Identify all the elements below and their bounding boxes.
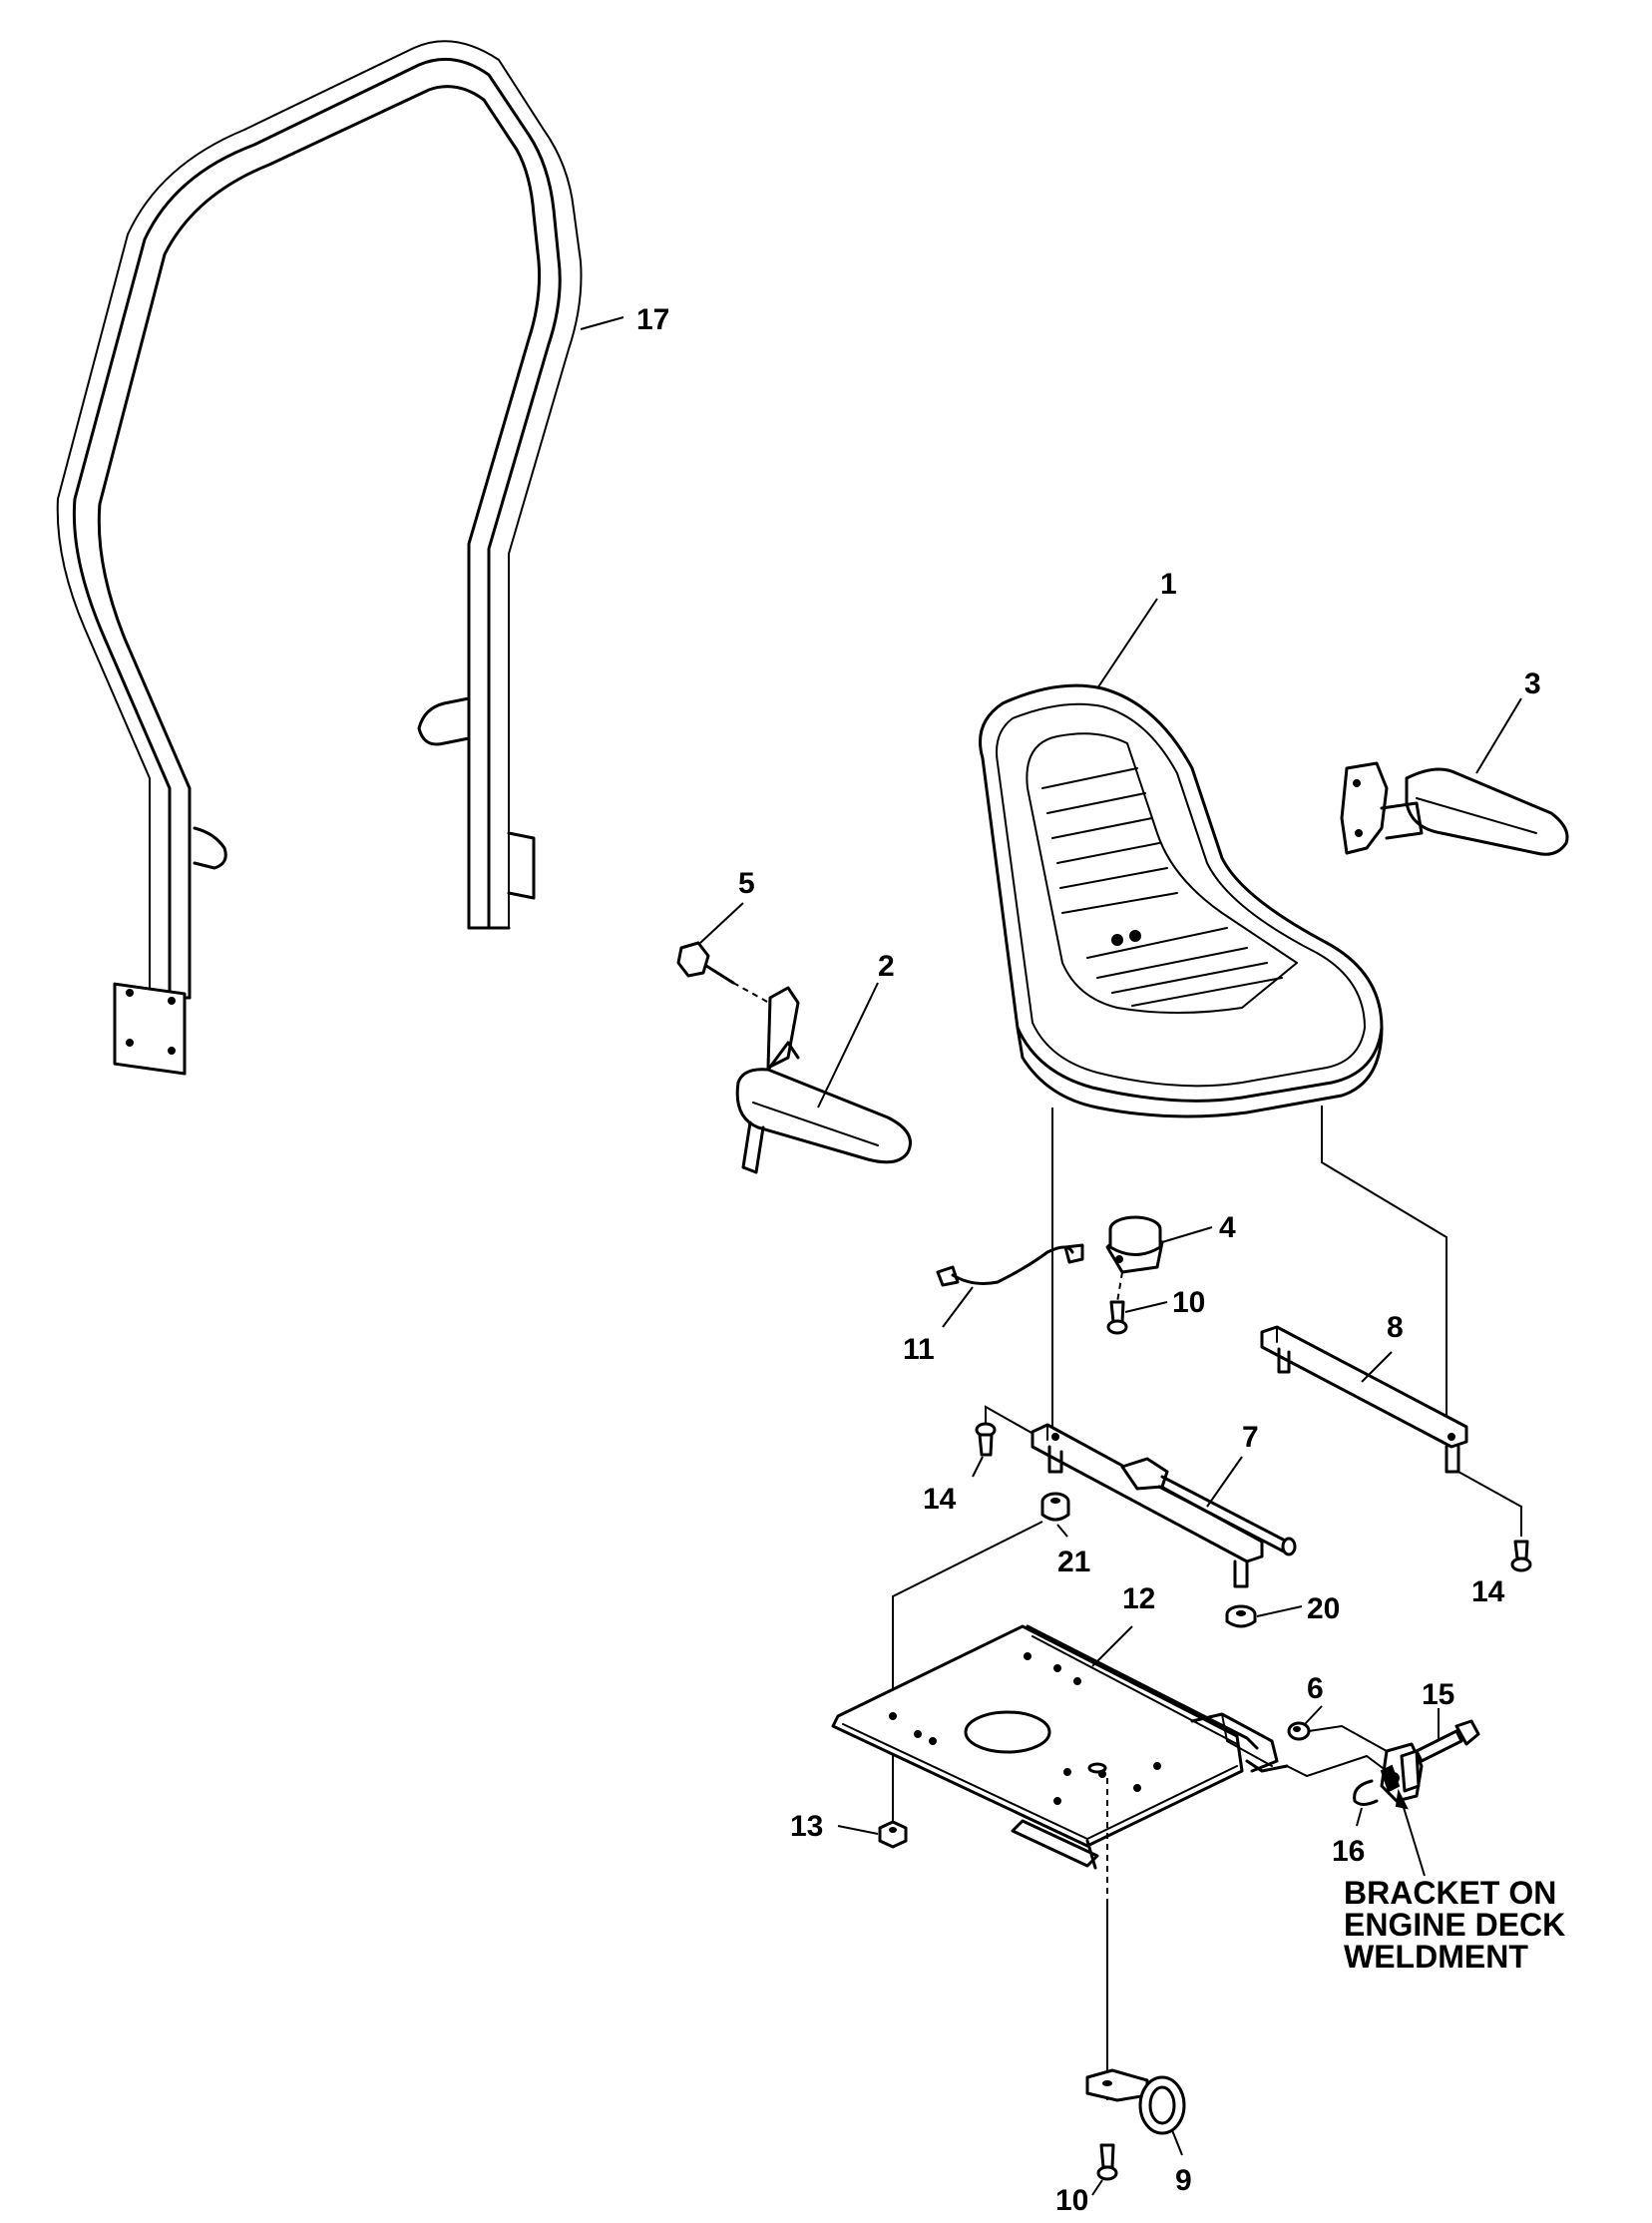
callout-9: 9	[1175, 2164, 1192, 2197]
clip-16	[1353, 1779, 1379, 1806]
callout-6: 6	[1307, 1672, 1324, 1705]
callout-8: 8	[1387, 1311, 1404, 1344]
assembly-line-6	[1308, 1724, 1388, 1752]
leader-3	[1475, 697, 1522, 774]
screw-10-upper	[1106, 1271, 1128, 1335]
note-line-3: WELDMENT	[1344, 1939, 1528, 1975]
callout-15: 15	[1422, 1678, 1454, 1711]
left-armrest	[735, 986, 912, 1174]
right-slide-rail	[1260, 1325, 1468, 1474]
leader-12	[1091, 1625, 1133, 1667]
wire-harness	[936, 1243, 1084, 1287]
leader-13	[837, 1825, 879, 1835]
leader-11	[942, 1286, 974, 1328]
assembly-line-right	[1321, 1106, 1447, 1437]
washer-20	[1225, 1604, 1257, 1628]
callout-1: 1	[1160, 568, 1177, 601]
right-armrest	[1340, 761, 1569, 856]
callout-4: 4	[1219, 1211, 1236, 1244]
callout-21: 21	[1057, 1546, 1090, 1578]
leader-16	[1356, 1807, 1363, 1827]
leader-9	[1171, 2129, 1183, 2156]
cable-clamp	[1085, 2068, 1186, 2135]
leader-8	[1361, 1351, 1393, 1383]
leader-5	[699, 902, 744, 944]
assembly-line-plate-bracket	[1286, 1754, 1388, 1778]
note-line-1: BRACKET ON	[1344, 1875, 1556, 1911]
leader-6	[1304, 1705, 1323, 1725]
leader-20	[1256, 1605, 1303, 1617]
callout-2: 2	[878, 950, 895, 983]
callout-11: 11	[903, 1333, 935, 1366]
callout-16: 16	[1332, 1835, 1365, 1868]
nut-13	[878, 1820, 908, 1849]
screw-14-left	[975, 1405, 1048, 1457]
callout-10b: 10	[1055, 2184, 1088, 2217]
callout-13: 13	[790, 1810, 823, 1843]
callout-7: 7	[1242, 1421, 1259, 1454]
roll-bar	[56, 40, 583, 1076]
callout-5: 5	[738, 867, 755, 900]
callout-10a: 10	[1172, 1286, 1205, 1319]
pin-6	[1287, 1721, 1311, 1741]
callout-20: 20	[1307, 1592, 1340, 1625]
seat-mount-plate	[831, 1624, 1289, 1870]
leader-14a	[972, 1456, 984, 1478]
bolt-5	[676, 941, 779, 1009]
callout-14b: 14	[1471, 1575, 1505, 1608]
leader-1	[1096, 598, 1158, 689]
note-line-2: ENGINE DECK	[1344, 1907, 1565, 1943]
callout-14a: 14	[923, 1483, 957, 1516]
leader-10b	[1091, 2179, 1103, 2196]
engine-deck-bracket	[1380, 1742, 1424, 1803]
seat-switch	[1105, 1215, 1164, 1274]
screw-10-lower	[1096, 2143, 1118, 2181]
leader-7	[1206, 1456, 1243, 1508]
leader-10a	[1124, 1301, 1168, 1313]
arrowhead-bracket	[1395, 1788, 1409, 1810]
screw-14-right	[1457, 1471, 1532, 1572]
callout-12: 12	[1122, 1582, 1155, 1615]
seat	[979, 683, 1384, 1118]
leader-21	[1056, 1524, 1068, 1538]
callout-17: 17	[636, 303, 669, 336]
spacer-21	[1040, 1492, 1070, 1522]
leader-4	[1161, 1226, 1213, 1243]
leader-bracket	[1401, 1800, 1426, 1877]
leader-17	[580, 316, 624, 330]
bolt-15	[1415, 1719, 1480, 1763]
callout-3: 3	[1524, 667, 1541, 700]
leader-2	[817, 982, 879, 1109]
left-slide-rail	[1031, 1423, 1297, 1588]
